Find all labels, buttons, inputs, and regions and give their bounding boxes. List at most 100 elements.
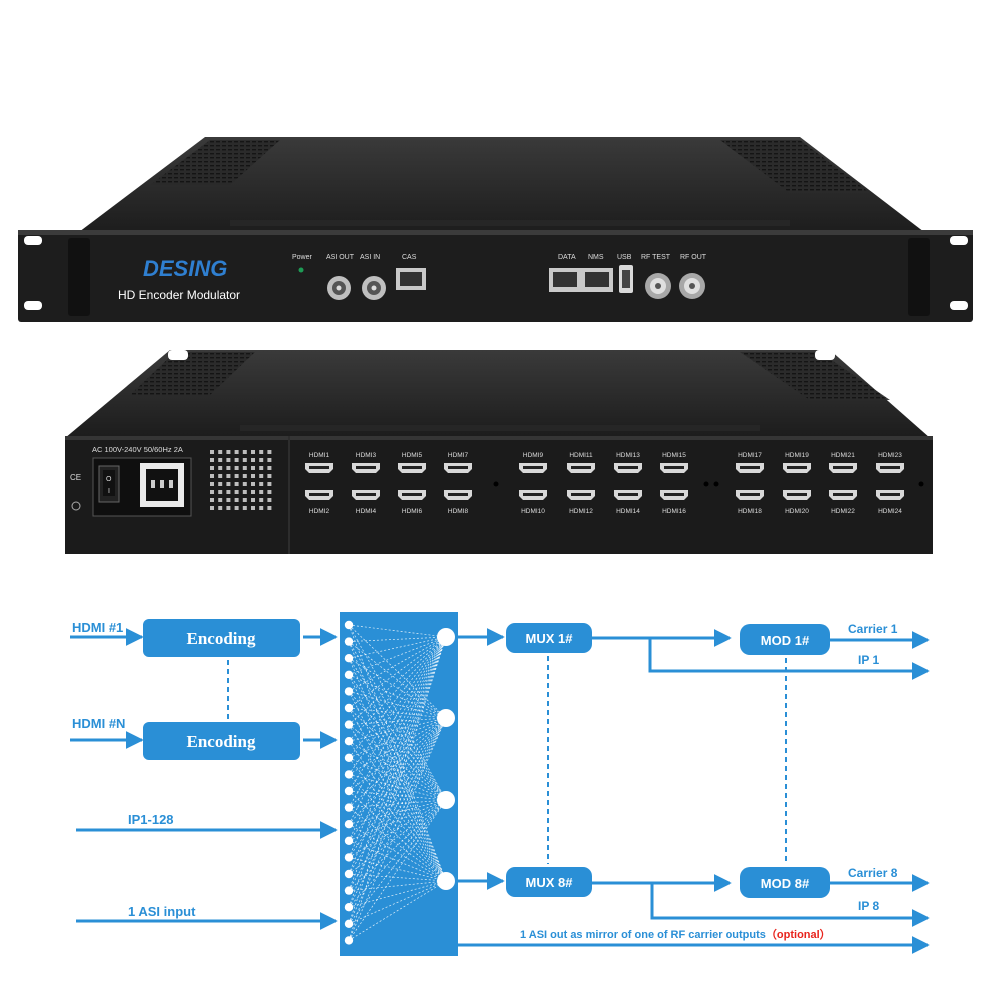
matrix-path bbox=[348, 707, 447, 719]
vent-hole bbox=[242, 498, 247, 502]
hdmi-connector-slot bbox=[309, 466, 329, 469]
hdmi-port-hdmi15[interactable]: HDMI15 bbox=[660, 452, 688, 473]
nms-ethernet-port[interactable] bbox=[581, 268, 613, 292]
hdmi-port-hdmi4[interactable]: HDMI4 bbox=[352, 490, 380, 515]
matrix-path bbox=[348, 873, 447, 882]
matrix-path bbox=[348, 636, 447, 759]
vent-hole bbox=[251, 490, 255, 494]
hdmi-port-hdmi2[interactable]: HDMI2 bbox=[305, 490, 333, 515]
hdmi-connector-slot bbox=[402, 493, 422, 496]
power-label: Power bbox=[292, 254, 313, 261]
rf-out-label: RF OUT bbox=[680, 254, 707, 261]
rack-ear-hole bbox=[24, 236, 42, 245]
hdmi-connector-slot bbox=[880, 493, 900, 496]
hdmi-port-hdmi7[interactable]: HDMI7 bbox=[444, 452, 472, 473]
hdmi-port-hdmi17[interactable]: HDMI17 bbox=[736, 452, 764, 473]
encoder-label-n: Encoding bbox=[187, 732, 256, 751]
mod-label-8: MOD 8# bbox=[761, 876, 810, 891]
rf-out-connector[interactable] bbox=[679, 273, 705, 299]
vent-hole bbox=[218, 466, 223, 470]
mux-label-8: MUX 8# bbox=[526, 875, 574, 890]
hdmi-connector-slot bbox=[402, 466, 422, 469]
asi-out-bnc-connector[interactable] bbox=[327, 276, 351, 300]
hdmi-port-hdmi21[interactable]: HDMI21 bbox=[829, 452, 857, 473]
hdmi-port-hdmi18[interactable]: HDMI18 bbox=[736, 490, 764, 515]
vent-hole bbox=[242, 482, 247, 486]
matrix-input-node bbox=[344, 703, 354, 713]
vent-hole bbox=[218, 450, 223, 454]
power-rating-label: AC 100V-240V 50/60Hz 2A bbox=[92, 445, 183, 454]
rf-test-label: RF TEST bbox=[641, 254, 671, 261]
hdmi-connector-slot bbox=[833, 466, 853, 469]
hdmi-port-hdmi16[interactable]: HDMI16 bbox=[660, 490, 688, 515]
input-label-asi: 1 ASI input bbox=[128, 904, 196, 919]
rf-test-connector[interactable] bbox=[645, 273, 671, 299]
hdmi-port-hdmi22[interactable]: HDMI22 bbox=[829, 490, 857, 515]
vent-hole bbox=[234, 458, 239, 462]
hdmi-connector-slot bbox=[523, 493, 543, 496]
vent-hole bbox=[234, 482, 239, 486]
hdmi-connector-slot bbox=[618, 466, 638, 469]
hdmi-port-hdmi3[interactable]: HDMI3 bbox=[352, 452, 380, 473]
matrix-input-node bbox=[344, 853, 354, 862]
vent-hole bbox=[210, 458, 214, 462]
hdmi-port-hdmi11[interactable]: HDMI11 bbox=[567, 452, 595, 473]
hdmi-port-hdmi12[interactable]: HDMI12 bbox=[567, 490, 595, 515]
matrix-input-node bbox=[344, 753, 354, 762]
usb-port[interactable] bbox=[619, 265, 633, 293]
hdmi-connector-slot bbox=[356, 466, 376, 469]
hdmi-port-hdmi23[interactable]: HDMI23 bbox=[876, 452, 904, 473]
ac-power-inlet[interactable] bbox=[140, 463, 184, 507]
hdmi-port-hdmi8[interactable]: HDMI8 bbox=[444, 490, 472, 515]
hdmi-port-hdmi19[interactable]: HDMI19 bbox=[783, 452, 811, 473]
hdmi-port-hdmi10[interactable]: HDMI10 bbox=[519, 490, 547, 515]
matrix-path bbox=[348, 717, 447, 742]
power-led bbox=[298, 267, 304, 273]
vent-hole bbox=[210, 490, 214, 494]
matrix-path bbox=[348, 674, 447, 719]
vent-hole bbox=[234, 450, 239, 454]
matrix-path bbox=[348, 657, 447, 719]
output-label-carrier8: Carrier 8 bbox=[848, 866, 898, 880]
hdmi-port-hdmi14[interactable]: HDMI14 bbox=[614, 490, 642, 515]
power-switch[interactable]: O I bbox=[98, 465, 120, 503]
asi-in-bnc-connector[interactable] bbox=[362, 276, 386, 300]
arrow-mux1-to-ip1 bbox=[648, 638, 930, 680]
brand-logo: DESING bbox=[143, 256, 227, 281]
vent-hole bbox=[242, 450, 247, 454]
hdmi-connector-slot bbox=[880, 466, 900, 469]
matrix-path bbox=[348, 757, 447, 801]
cas-ethernet-port[interactable] bbox=[396, 268, 426, 290]
hdmi-port-label: HDMI23 bbox=[878, 452, 902, 459]
vent-hole bbox=[259, 458, 264, 462]
matrix-input-node bbox=[344, 654, 354, 663]
hdmi-port-hdmi1[interactable]: HDMI1 bbox=[305, 452, 333, 473]
usb-label: USB bbox=[617, 254, 632, 261]
hdmi-port-label: HDMI3 bbox=[356, 452, 377, 459]
matrix-path bbox=[348, 636, 447, 659]
matrix-output-node bbox=[437, 872, 455, 890]
data-ethernet-port[interactable] bbox=[549, 268, 581, 292]
screw bbox=[918, 481, 924, 487]
hdmi-port-hdmi5[interactable]: HDMI5 bbox=[398, 452, 426, 473]
vent-hole bbox=[242, 474, 247, 478]
hdmi-port-hdmi13[interactable]: HDMI13 bbox=[614, 452, 642, 473]
vent-hole bbox=[267, 498, 272, 502]
matrix-output-node bbox=[437, 791, 455, 809]
vent-hole bbox=[259, 506, 264, 510]
vent-hole bbox=[251, 450, 255, 454]
mod-box-1 bbox=[740, 624, 830, 655]
rack-handle-right bbox=[908, 238, 930, 316]
front-panel bbox=[18, 230, 973, 322]
vent-hole bbox=[251, 506, 255, 510]
hdmi-port-label: HDMI22 bbox=[831, 508, 855, 515]
vent-hole bbox=[251, 458, 255, 462]
hdmi-port-hdmi9[interactable]: HDMI9 bbox=[519, 452, 547, 473]
hdmi-port-hdmi6[interactable]: HDMI6 bbox=[398, 490, 426, 515]
hdmi-port-hdmi20[interactable]: HDMI20 bbox=[783, 490, 811, 515]
fan-vent-grid bbox=[210, 450, 272, 510]
matrix-input-node bbox=[344, 770, 354, 779]
matrix-input-node bbox=[344, 637, 354, 646]
hdmi-port-hdmi24[interactable]: HDMI24 bbox=[876, 490, 904, 515]
